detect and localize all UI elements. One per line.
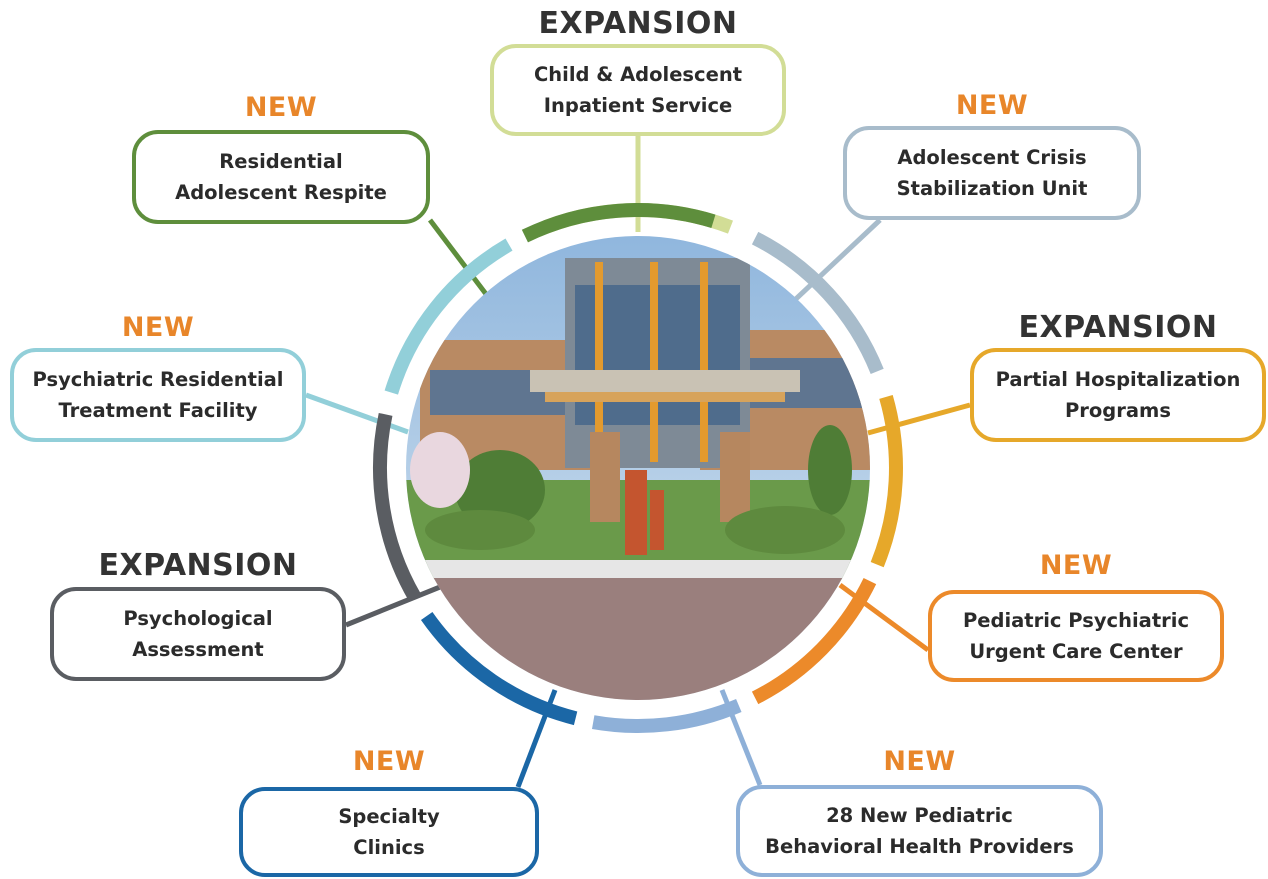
connector-adolescent-crisis-stabilization xyxy=(780,218,882,314)
program-box-pediatric-psychiatric-urgent-care: Pediatric Psychiatric Urgent Care Center xyxy=(928,590,1224,682)
tag-partial-hospitalization: EXPANSION xyxy=(1018,310,1218,345)
ring-segment-partial-hospitalization xyxy=(870,394,903,568)
ring-segment-pediatric-bh-providers xyxy=(591,699,742,733)
tag-residential-adolescent-respite: NEW xyxy=(244,92,318,123)
connector-psychological-assessment xyxy=(345,584,441,628)
program-box-partial-hospitalization: Partial Hospitalization Programs xyxy=(970,348,1266,442)
program-label-psychiatric-residential-treatment: Psychiatric Residential Treatment Facili… xyxy=(32,368,284,422)
program-box-residential-adolescent-respite: Residential Adolescent Respite xyxy=(132,130,430,224)
tag-specialty-clinics: NEW xyxy=(352,746,426,777)
program-label-adolescent-crisis-stabilization: Adolescent Crisis Stabilization Unit xyxy=(896,146,1088,200)
program-label-pediatric-psychiatric-urgent-care: Pediatric Psychiatric Urgent Care Center xyxy=(962,609,1190,663)
program-label-child-adolescent-inpatient: Child & Adolescent Inpatient Service xyxy=(533,63,743,117)
program-label-residential-adolescent-respite: Residential Adolescent Respite xyxy=(175,150,387,204)
program-label-pediatric-bh-providers: 28 New Pediatric Behavioral Health Provi… xyxy=(765,804,1074,858)
program-box-psychiatric-residential-treatment: Psychiatric Residential Treatment Facili… xyxy=(10,348,306,442)
ring-segment-psychiatric-residential-treatment xyxy=(384,238,513,395)
ring-segment-residential-adolescent-respite xyxy=(521,203,716,243)
program-label-specialty-clinics: Specialty Clinics xyxy=(338,805,440,859)
ring-segment-psychological-assessment xyxy=(373,412,421,601)
tag-psychological-assessment: EXPANSION xyxy=(98,548,298,583)
program-label-psychological-assessment: Psychological Assessment xyxy=(123,607,273,661)
tag-adolescent-crisis-stabilization: NEW xyxy=(955,90,1029,121)
tag-pediatric-psychiatric-urgent-care: NEW xyxy=(1039,550,1113,581)
tag-psychiatric-residential-treatment: NEW xyxy=(121,312,195,343)
connector-partial-hospitalization xyxy=(867,402,971,436)
program-box-child-adolescent-inpatient: Child & Adolescent Inpatient Service xyxy=(490,44,786,136)
program-box-adolescent-crisis-stabilization: Adolescent Crisis Stabilization Unit xyxy=(843,126,1141,220)
connector-residential-adolescent-respite xyxy=(428,218,494,304)
ring-segment-adolescent-crisis-stabilization xyxy=(751,231,884,375)
ring-segment-pediatric-psychiatric-urgent-care xyxy=(751,578,877,705)
connector-psychiatric-residential-treatment xyxy=(305,392,409,435)
program-label-partial-hospitalization: Partial Hospitalization Programs xyxy=(995,368,1241,422)
ring-segment-specialty-clinics xyxy=(420,611,578,726)
program-box-pediatric-bh-providers: 28 New Pediatric Behavioral Health Provi… xyxy=(736,785,1103,877)
tag-child-adolescent-inpatient: EXPANSION xyxy=(538,6,738,41)
program-box-psychological-assessment: Psychological Assessment xyxy=(50,587,346,681)
program-box-specialty-clinics: Specialty Clinics xyxy=(239,787,539,877)
building-illustration xyxy=(406,236,870,700)
tag-pediatric-bh-providers: NEW xyxy=(883,746,956,777)
